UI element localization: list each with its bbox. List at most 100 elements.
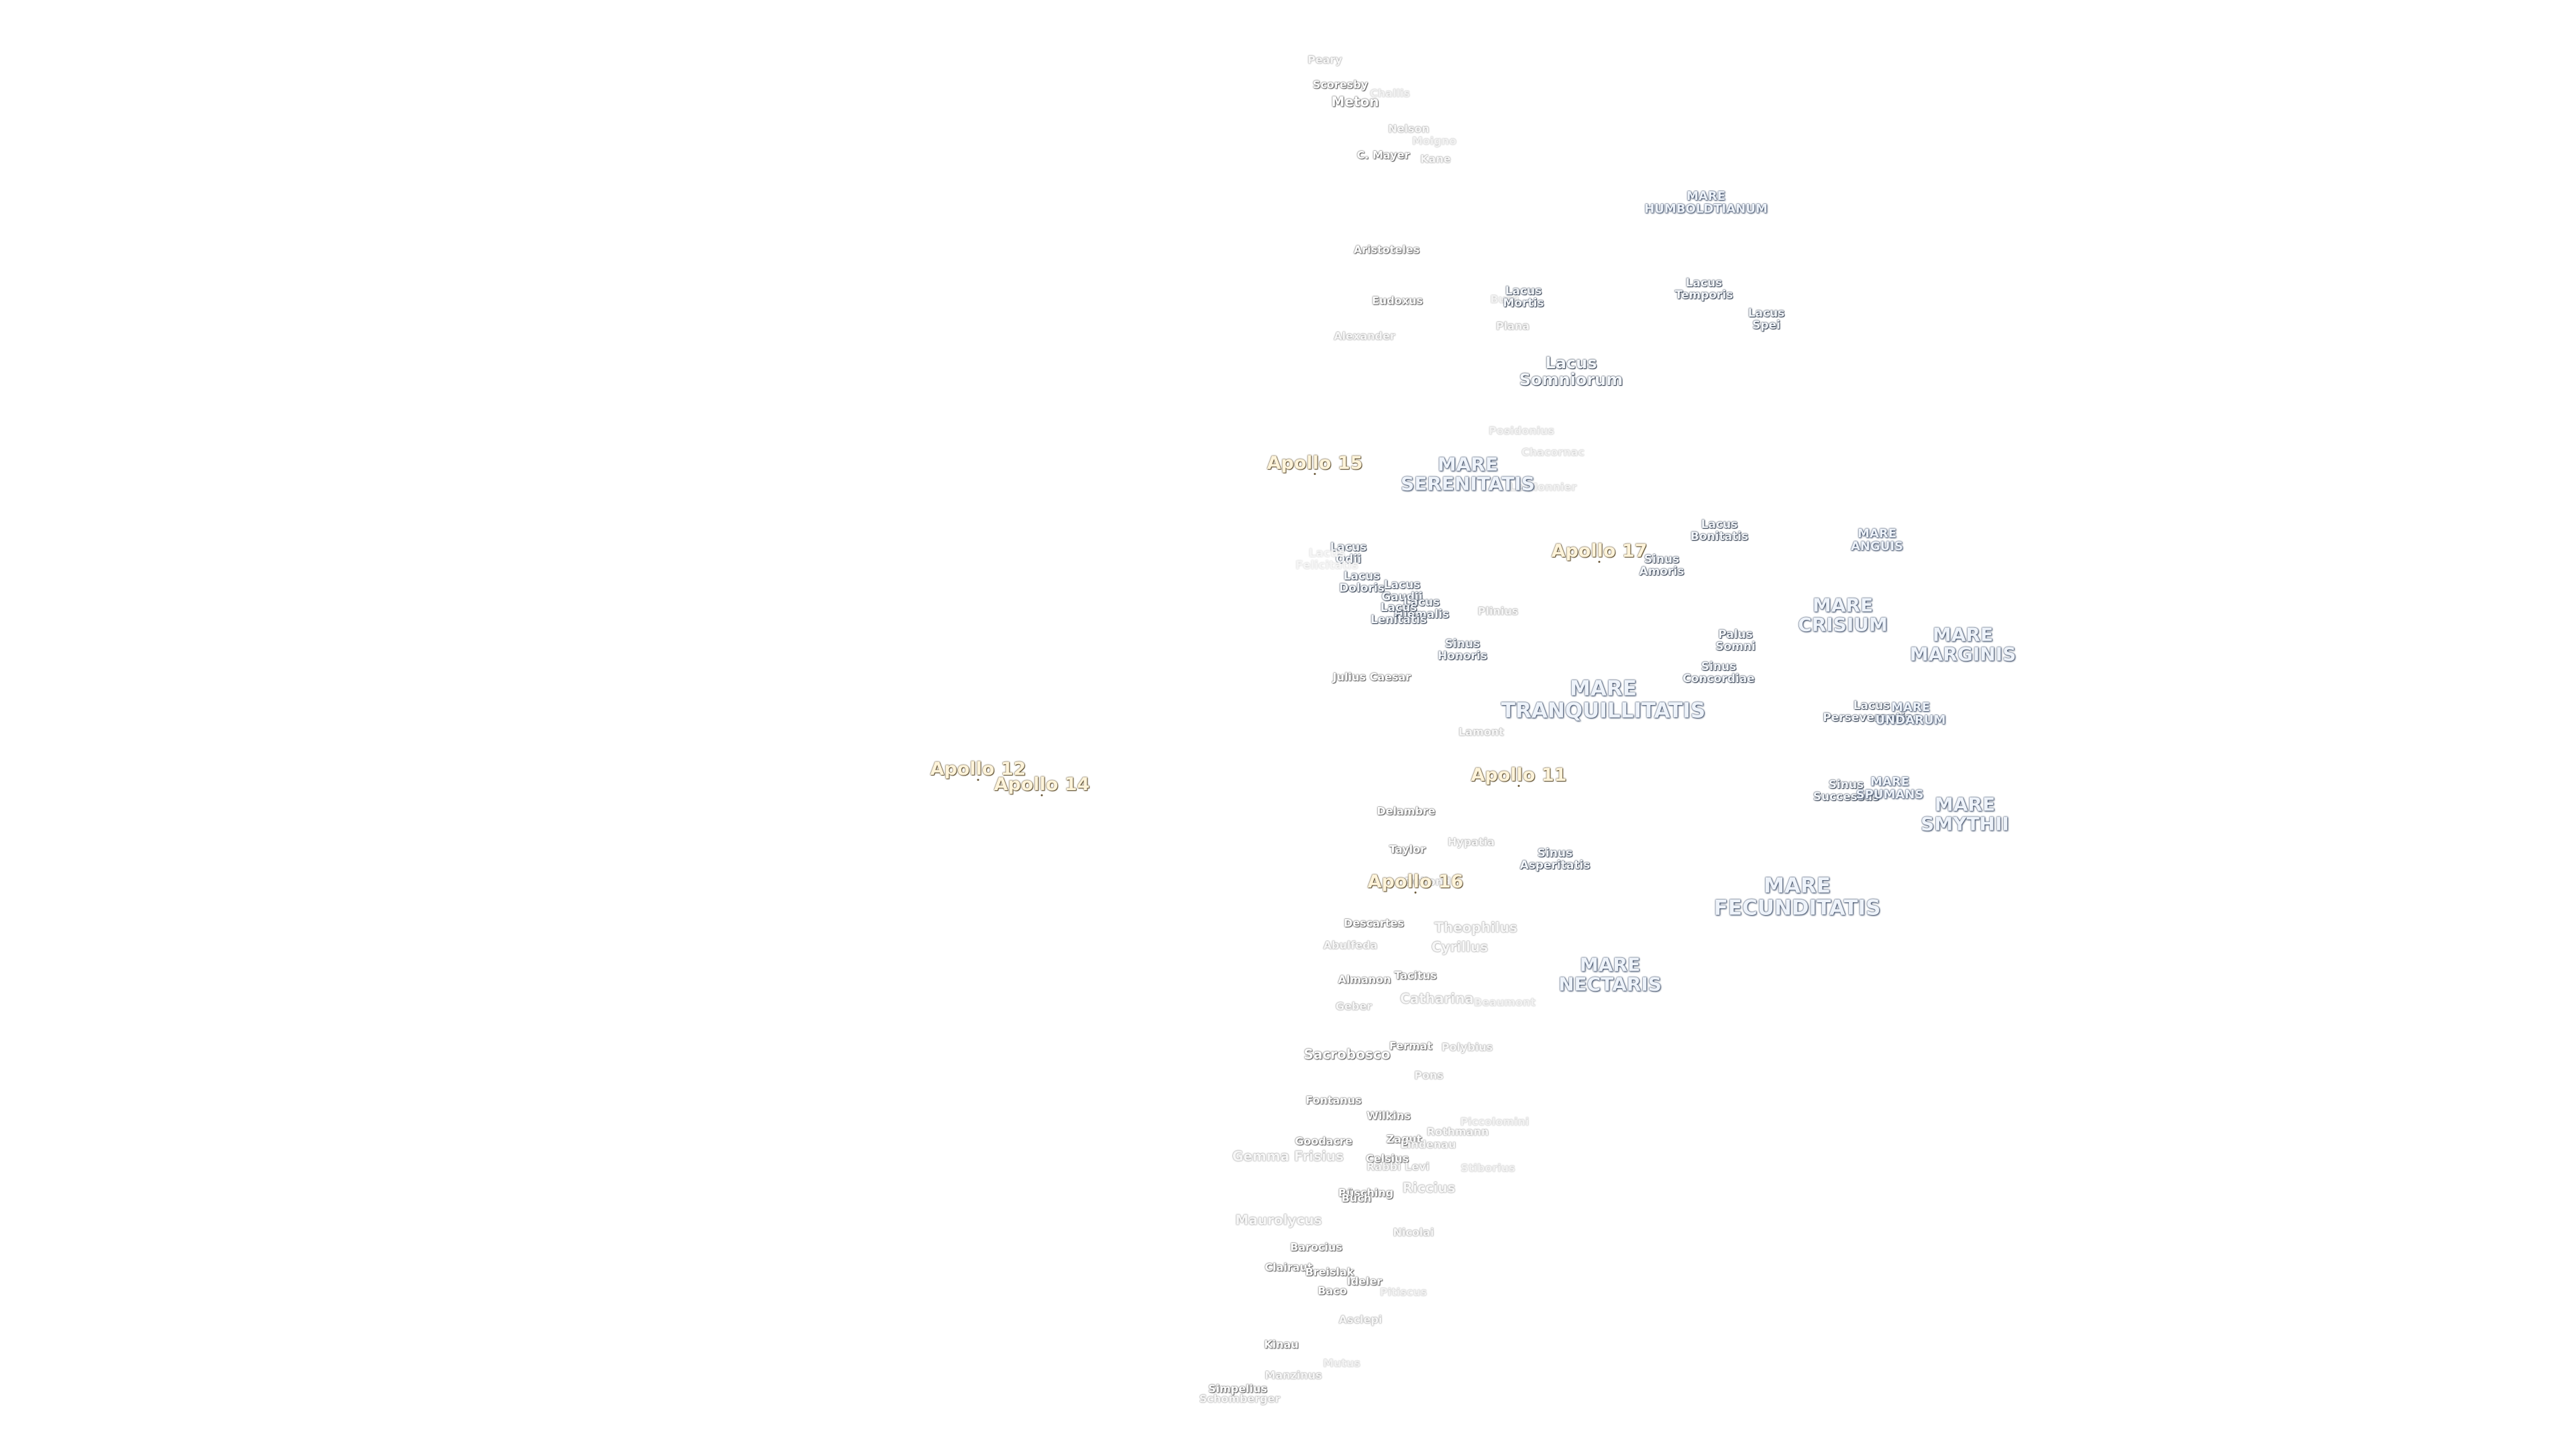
crater-label-tacitus: Tacitus [1394,969,1437,982]
crater-label-theophilus: Theophilus [1434,919,1517,936]
crater-label-challis: Challis [1370,87,1410,100]
landing-site-marker-apollo-17 [1598,561,1601,563]
lacus-label-palus-somni: Palus Somni [1715,628,1756,653]
crater-label-dollond: Dollond [1404,875,1451,888]
crater-label-abulfeda: Abulfeda [1323,938,1378,952]
crater-label-nicolai: Nicolai [1393,1226,1434,1239]
crater-label-cyrillus: Cyrillus [1431,938,1489,955]
crater-label-almanon: Almanon [1338,973,1391,986]
crater-label-pitiscus: Pitiscus [1379,1285,1428,1299]
lacus-label-lacus-temporis: Lacus Temporis [1674,276,1733,302]
crater-label-fontanus: Fontanus [1305,1093,1362,1107]
crater-label-beaumont: Beaumont [1474,996,1536,1009]
crater-label-delambre: Delambre [1377,804,1436,818]
mare-label-mare-humboldtianum: MARE HUMBOLDTIANUM [1644,189,1768,216]
crater-label-mutus: Mutus [1323,1356,1360,1370]
crater-label-manzinus: Manzinus [1265,1368,1322,1382]
crater-label-piccolomini: Piccolomini [1460,1115,1529,1128]
crater-label-breislak: Breislak [1305,1265,1354,1279]
crater-label-stiborius: Stiborius [1460,1161,1515,1175]
crater-label-wilkins: Wilkins [1366,1109,1411,1122]
mare-label-mare-anguis: MARE ANGUIS [1850,527,1904,553]
crater-label-le-monnier: Le Monnier [1509,480,1577,494]
crater-label-lamont: Lamont [1458,725,1504,739]
landing-site-marker-apollo-16 [1414,892,1417,894]
crater-label-asclepi: Asclepi [1338,1313,1383,1326]
mare-label-mare-smythii: MARE SMYTHII [1921,793,2009,835]
crater-label-scoresby: Scoresby [1312,78,1368,91]
crater-label-chacornac: Chacornac [1521,445,1585,459]
lacus-label-lacus-perseverantiae: Lacus Perseverantiae [1823,699,1921,724]
mare-label-mare-marginis: MARE MARGINIS [1909,623,2017,665]
mare-label-mare-serenitatis: MARE SERENITATIS [1401,453,1535,495]
crater-label-burg: Burg [1490,292,1519,306]
crater-label-lindenau: Lindenau [1400,1138,1456,1151]
crater-label-geber: Geber [1335,1000,1373,1013]
lacus-label-lacus-somniorum: Lacus Somniorum [1519,353,1623,389]
landing-site-marker-apollo-15 [1313,473,1316,475]
landing-site-label-apollo-11: Apollo 11 [1470,764,1567,786]
crater-label-kinau: Kinau [1264,1338,1299,1351]
mare-label-mare-tranquillitatis: MARE TRANQUILLITATIS [1501,676,1706,722]
lacus-label-lacus-hiemalis: Lacus Hiemalis [1393,596,1450,621]
landing-site-label-apollo-16: Apollo 16 [1367,871,1464,892]
mare-label-mare-spumans: MARE SPUMANS [1856,775,1924,802]
crater-label-meton: Meton [1331,93,1379,110]
crater-label-aristoteles: Aristoteles [1353,243,1420,256]
crater-label-sacrobosco: Sacrobosco [1303,1046,1391,1063]
crater-label-rothmann: Rothmann [1426,1125,1489,1138]
crater-label-baco: Baco [1318,1284,1347,1297]
landing-site-label-apollo-12: Apollo 12 [930,758,1026,780]
crater-label-goodacre: Goodacre [1295,1134,1352,1148]
lacus-label-lacus-bonitatis: Lacus Bonitatis [1690,518,1749,543]
landing-site-marker-apollo-11 [1517,785,1520,787]
crater-label-maurolycus: Maurolycus [1235,1212,1322,1228]
lacus-label-sinus-honoris: Sinus Honoris [1437,637,1488,663]
lacus-label-sinus-concordiae: Sinus Concordiae [1682,660,1755,686]
lacus-label-lacus-odii: Lacus Odii [1330,541,1367,566]
lacus-label-lacus-mortis: Lacus Mortis [1503,284,1544,310]
crater-label-polybius: Polybius [1441,1040,1493,1054]
crater-label-celsius: Celsius [1366,1152,1409,1165]
crater-label-pons: Pons [1414,1069,1444,1082]
crater-label-hypatia: Hypatia [1448,835,1495,849]
crater-label-ideler: Ideler [1346,1275,1383,1288]
crater-label-gemma-frisius: Gemma Frisius [1232,1148,1344,1165]
landing-site-label-apollo-15: Apollo 15 [1267,452,1363,474]
crater-label-posidonius: Posidonius [1489,424,1554,437]
crater-label-schomberger: Schomberger [1199,1392,1281,1405]
lacus-label-lacus-felicitatis: Lacus Felicitatis [1295,547,1358,572]
crater-label-fermat: Fermat [1389,1039,1433,1053]
mare-label-mare-fecunditatis: MARE FECUNDITATIS [1713,873,1881,920]
crater-label-nelson: Nelson [1388,122,1430,136]
lacus-label-lacus-gaudii: Lacus Gaudii [1381,578,1423,604]
lacus-label-sinus-successus: Sinus Successus [1813,778,1880,804]
crater-label-descartes: Descartes [1344,916,1404,930]
landing-site-label-apollo-14: Apollo 14 [994,773,1090,795]
crater-label-plinius: Plinius [1477,604,1519,618]
mare-label-mare-undarum: MARE UNDARUM [1875,700,1946,727]
landing-site-marker-apollo-12 [977,779,979,781]
crater-label-buch: Buch [1341,1191,1372,1205]
crater-label-plana: Plana [1495,319,1530,333]
crater-label-rabbi-levi: Rabbi Levi [1366,1160,1430,1173]
crater-label-kane: Kane [1420,152,1451,166]
crater-label-riccius: Riccius [1402,1179,1456,1196]
crater-label-peary: Peary [1307,53,1342,66]
lacus-label-sinus-asperitatis: Sinus Asperitatis [1519,847,1591,872]
lacus-label-lacus-lenitatis: Lacus Lenitatis [1371,601,1427,627]
crater-label-julius-caesar: Julius Caesar [1332,670,1411,684]
crater-label-simpelius: Simpelius [1208,1382,1267,1395]
landing-site-label-apollo-17: Apollo 17 [1551,540,1648,561]
crater-label-alexander: Alexander [1334,329,1395,343]
crater-label-c-mayer: C. Mayer [1356,148,1410,162]
landing-site-marker-apollo-14 [1040,794,1043,796]
crater-label-zagut: Zagut [1386,1132,1422,1146]
crater-label-clairaut: Clairaut [1265,1260,1313,1274]
mare-label-mare-nectaris: MARE NECTARIS [1558,953,1662,996]
crater-label-catharina: Catharina [1400,990,1474,1007]
lacus-label-lacus-spei: Lacus Spei [1748,307,1785,332]
crater-label-eudoxus: Eudoxus [1372,294,1423,307]
lacus-label-sinus-amoris: Sinus Amoris [1639,553,1684,578]
